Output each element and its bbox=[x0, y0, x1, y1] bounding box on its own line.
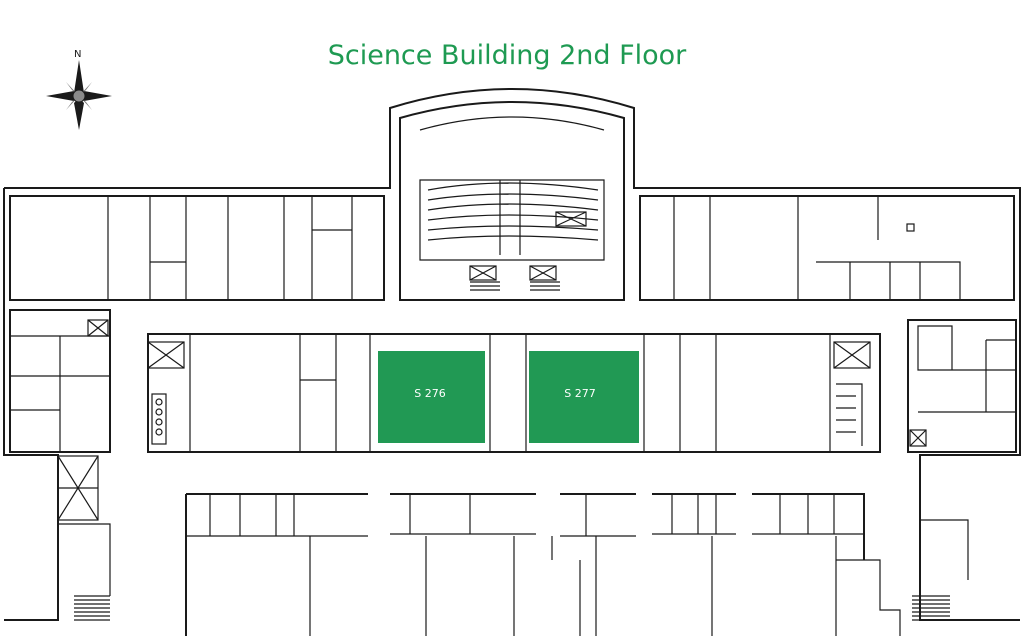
north-rooms bbox=[107, 196, 961, 300]
west-rooms bbox=[9, 309, 111, 453]
compass-north-label: N bbox=[74, 49, 81, 60]
compass-rose-icon: N bbox=[46, 49, 112, 130]
south-rooms bbox=[185, 493, 901, 636]
room-s277-label: S 277 bbox=[564, 387, 595, 400]
room-s277[interactable]: S 277 bbox=[529, 351, 639, 443]
room-s276-label: S 276 bbox=[414, 387, 445, 400]
east-rooms bbox=[907, 319, 1017, 453]
room-s276[interactable]: S 276 bbox=[378, 351, 485, 443]
map-title: Science Building 2nd Floor bbox=[327, 40, 687, 71]
auditorium-seating bbox=[419, 116, 605, 291]
building-outline bbox=[3, 88, 1021, 621]
stairwells bbox=[57, 455, 969, 621]
corridor-rooms bbox=[147, 333, 881, 453]
